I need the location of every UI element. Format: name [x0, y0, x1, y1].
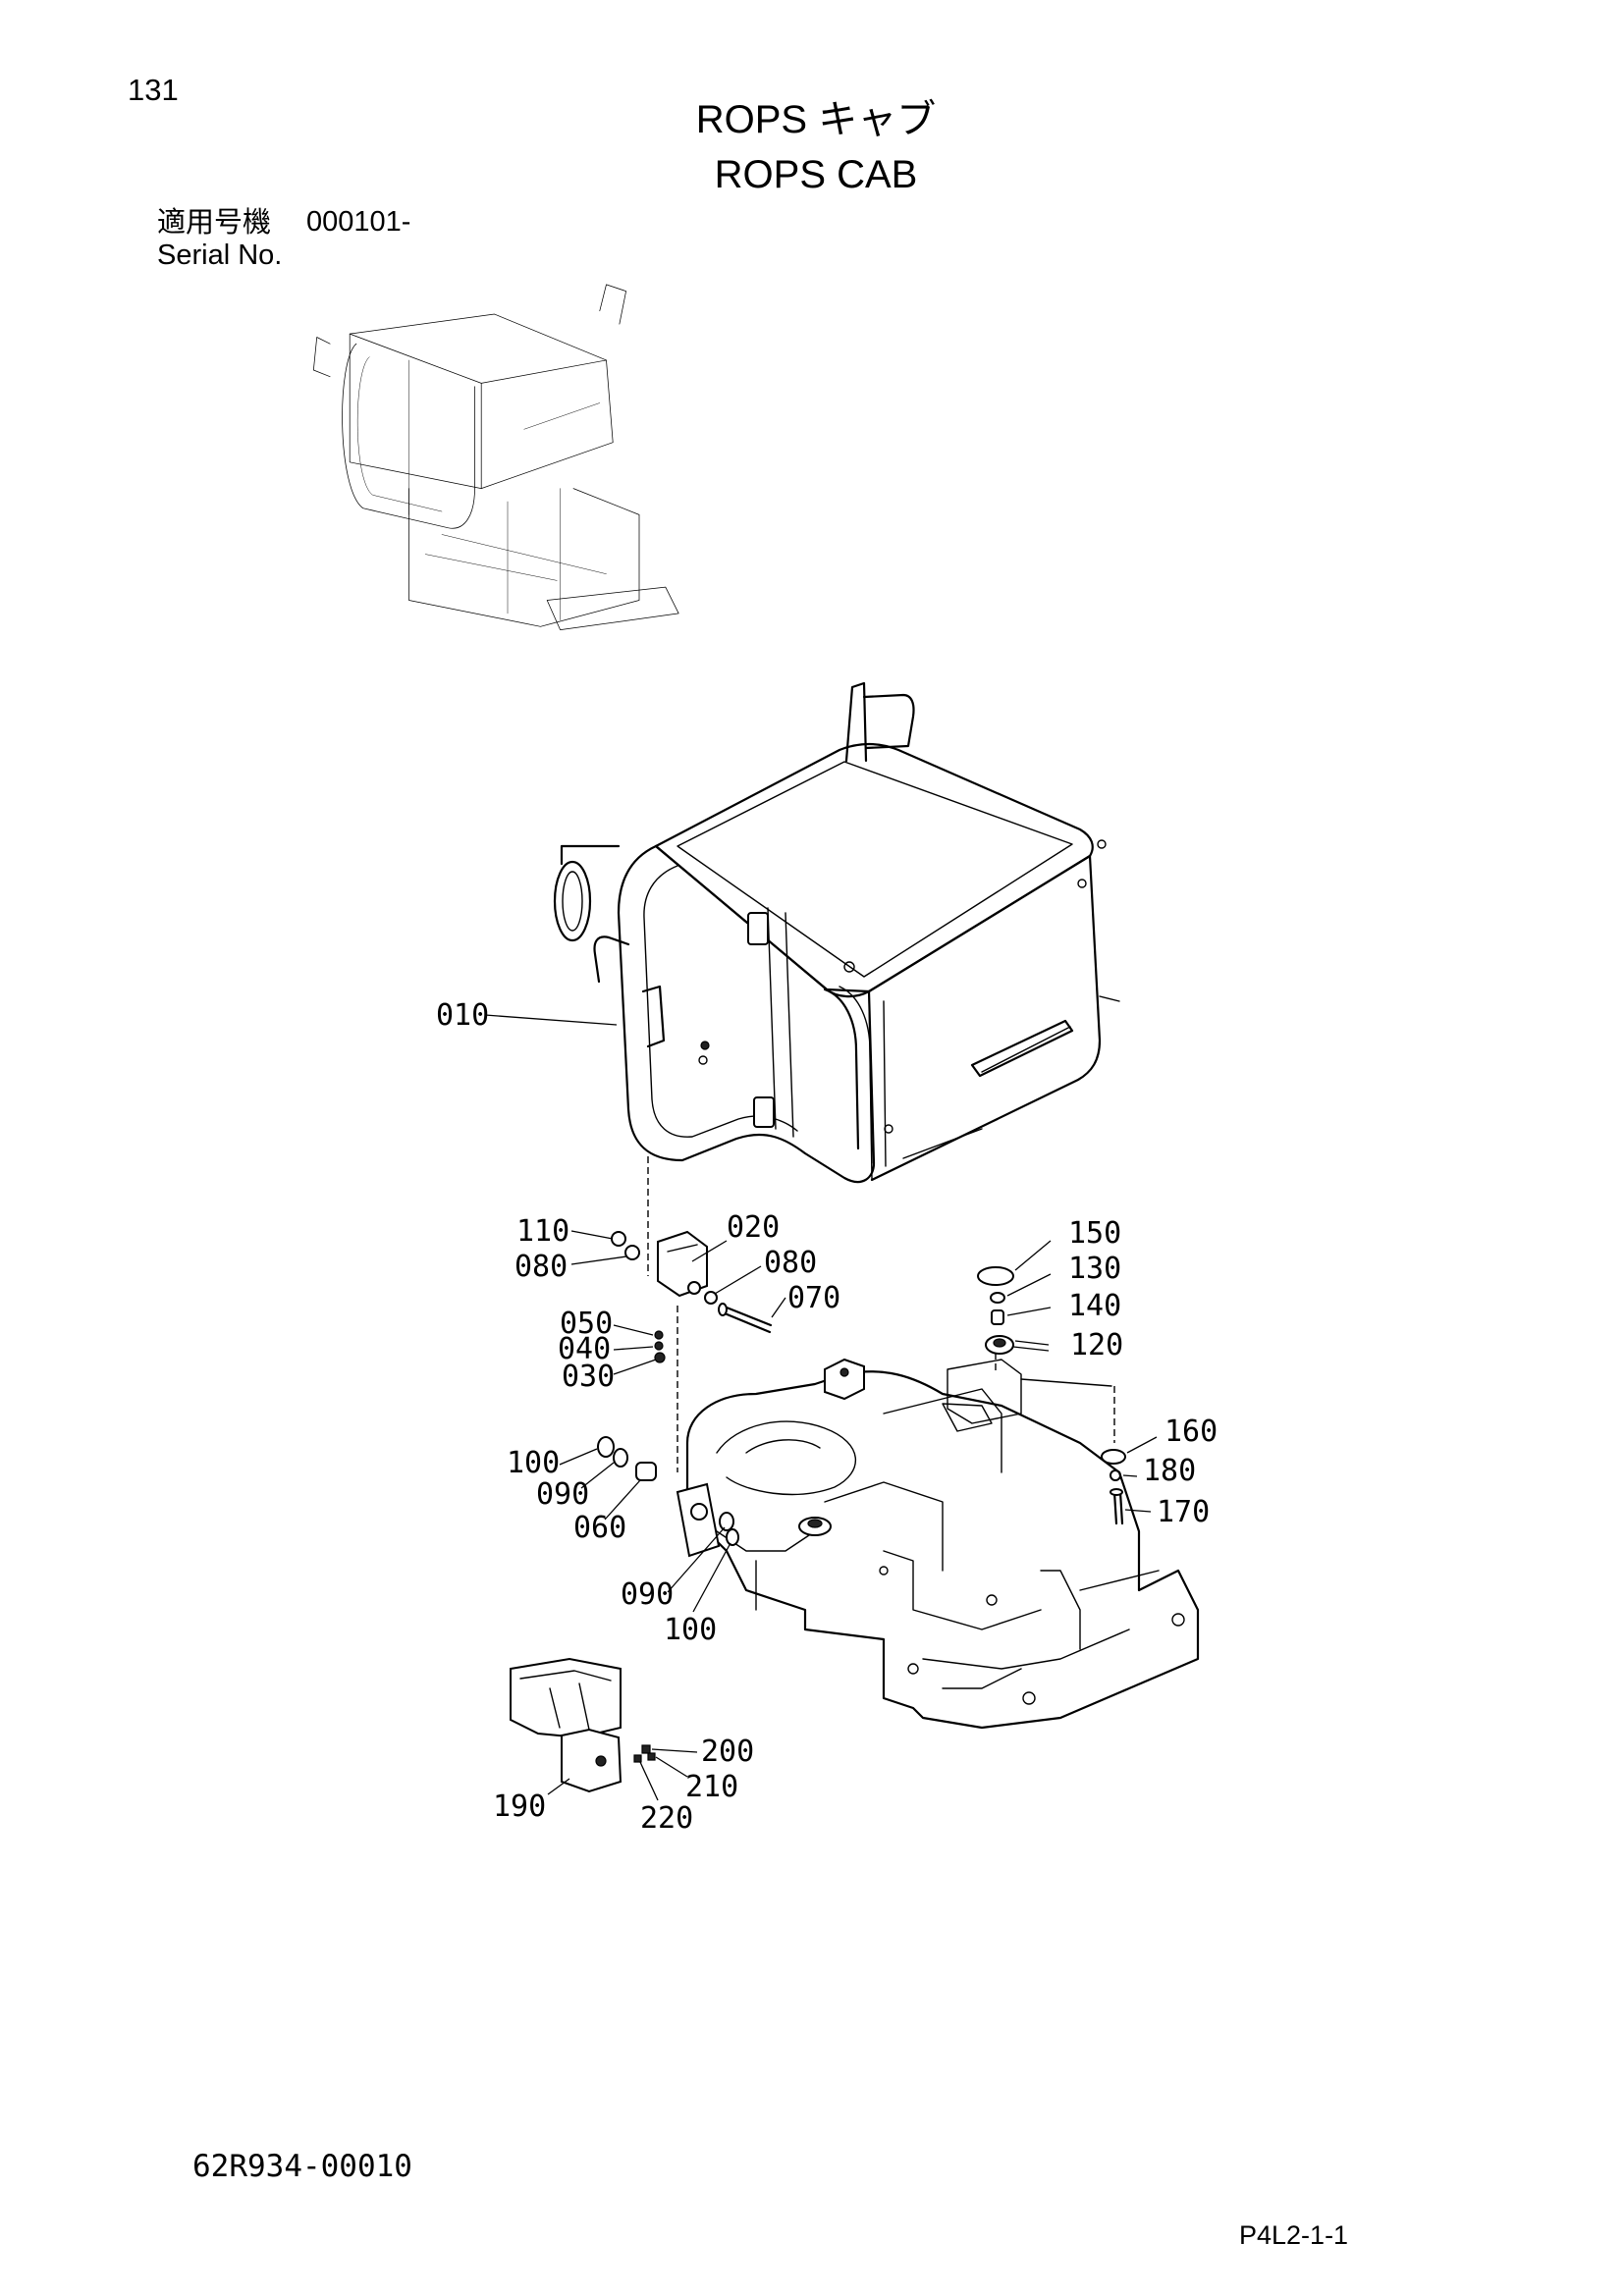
callout-210: 210 — [685, 1770, 738, 1804]
callout-190: 190 — [493, 1789, 546, 1824]
callout-120: 120 — [1070, 1328, 1123, 1362]
rops-cab-assembly — [553, 681, 1120, 1184]
callout-100-upper: 100 — [507, 1446, 560, 1480]
callout-100-lower: 100 — [664, 1613, 717, 1647]
callout-080-left: 080 — [514, 1250, 568, 1284]
callout-170: 170 — [1157, 1495, 1210, 1529]
page-title-japanese: ROPS キャブ — [695, 98, 937, 141]
page-number: 131 — [128, 73, 179, 107]
callout-200: 200 — [701, 1735, 754, 1769]
callout-070: 070 — [787, 1281, 840, 1315]
front-mount-bracket — [611, 1230, 773, 1363]
callout-220: 220 — [640, 1801, 693, 1836]
callout-050: 050 — [560, 1307, 613, 1341]
callout-030: 030 — [562, 1360, 615, 1394]
serial-number-range: 000101- — [306, 206, 411, 238]
overview-thumbnail — [312, 284, 679, 631]
callout-040: 040 — [558, 1332, 611, 1366]
callout-130: 130 — [1068, 1252, 1121, 1286]
callout-090-lower: 090 — [621, 1577, 674, 1612]
callout-060: 060 — [573, 1511, 626, 1545]
callout-180: 180 — [1143, 1454, 1196, 1488]
callout-labels: 010 110 080 020 080 070 050 040 030 150 … — [436, 998, 1218, 1836]
callout-140: 140 — [1068, 1289, 1121, 1323]
callout-080-right: 080 — [764, 1246, 817, 1280]
rear-mount — [977, 1266, 1126, 1525]
callout-160: 160 — [1164, 1415, 1218, 1449]
callout-010: 010 — [436, 998, 489, 1033]
lower-bracket-assembly — [510, 1657, 656, 1793]
serial-label-japanese: 適用号機 — [157, 205, 272, 239]
leader-lines — [484, 1014, 1158, 1801]
callout-150: 150 — [1068, 1216, 1121, 1251]
chassis-frame — [597, 1353, 1200, 1730]
page-code: P4L2-1-1 — [1239, 2220, 1349, 2250]
callout-090-upper: 090 — [536, 1477, 589, 1512]
callout-020: 020 — [727, 1210, 780, 1245]
serial-label: Serial No. — [157, 240, 283, 271]
callout-110: 110 — [516, 1214, 569, 1249]
page-title: ROPS CAB — [714, 153, 918, 196]
drawing-number: 62R934-00010 — [192, 2149, 412, 2184]
